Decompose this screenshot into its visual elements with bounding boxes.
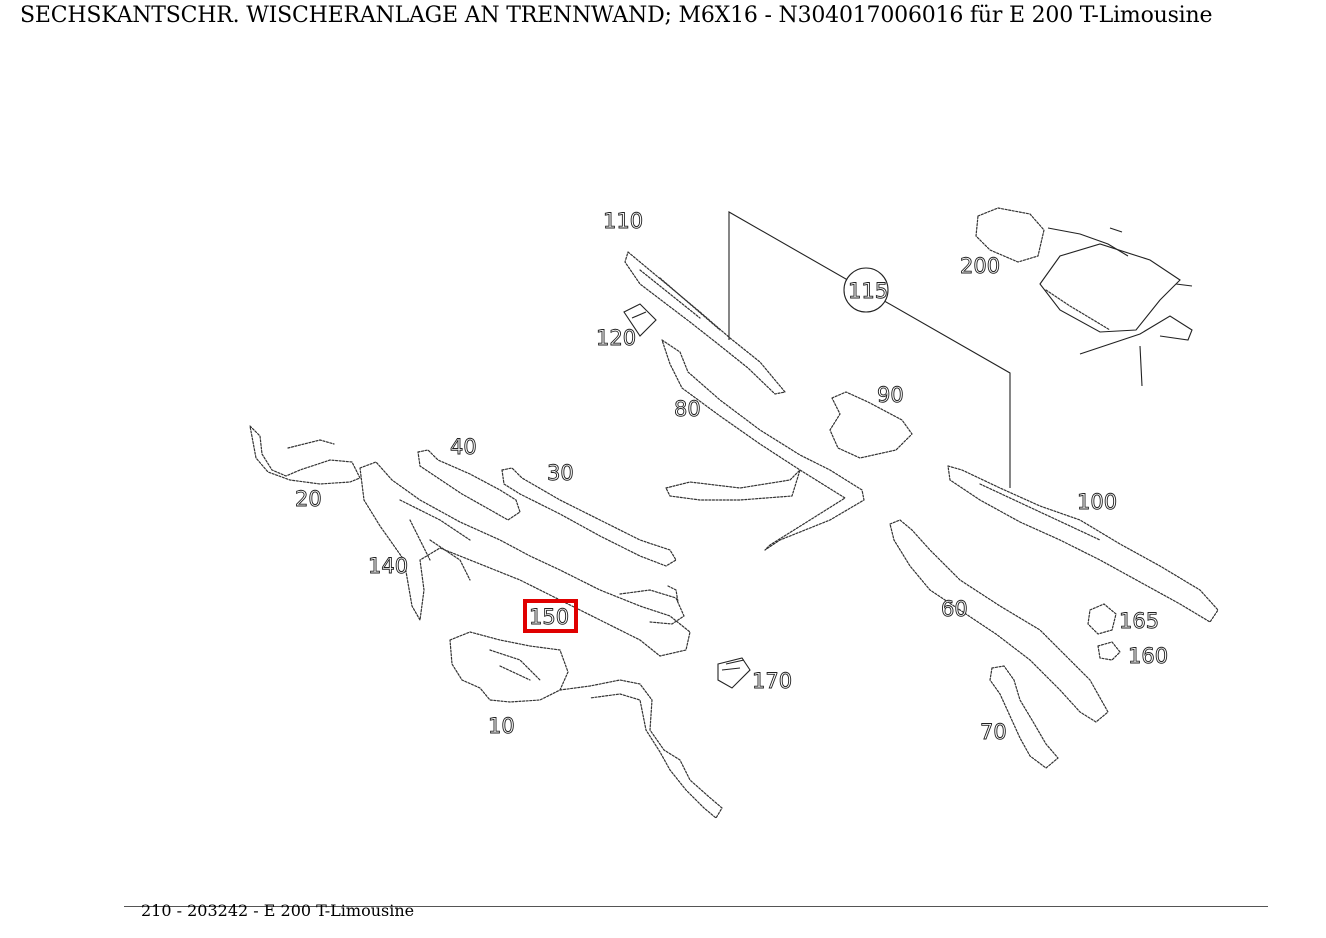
callout-115-leader	[728, 211, 1011, 488]
wiper-arm-80[interactable]	[661, 339, 865, 551]
label-10[interactable]: 10	[488, 714, 516, 739]
nut-160[interactable]	[1097, 641, 1121, 661]
label-115[interactable]: 115	[848, 279, 889, 304]
label-165[interactable]: 165	[1119, 609, 1160, 634]
wiper-blade-110[interactable]	[624, 251, 786, 395]
wiper-blade-100[interactable]	[947, 465, 1219, 623]
label-80[interactable]: 80	[674, 397, 702, 422]
footer-caption: 210 - 203242 - E 200 T-Limousine	[141, 901, 415, 920]
label-30[interactable]: 30	[547, 461, 575, 486]
clip-120[interactable]	[623, 303, 657, 337]
label-150[interactable]: 150	[529, 605, 570, 630]
page-title: SECHSKANTSCHR. WISCHERANLAGE AN TRENNWAN…	[20, 3, 1213, 28]
label-160[interactable]: 160	[1128, 644, 1169, 669]
label-90[interactable]: 90	[877, 383, 905, 408]
label-100[interactable]: 100	[1077, 490, 1118, 515]
label-110[interactable]: 110	[603, 209, 644, 234]
linkage-20[interactable]	[249, 425, 361, 485]
label-140[interactable]: 140	[368, 554, 409, 579]
wiper-frame-140[interactable]	[359, 461, 691, 657]
link-rod-30[interactable]	[501, 467, 677, 567]
highlight-box	[523, 599, 578, 633]
vehicle-overview-200	[975, 207, 1193, 387]
label-120[interactable]: 120	[596, 326, 637, 351]
cap-165[interactable]	[1087, 603, 1117, 635]
label-40[interactable]: 40	[450, 435, 478, 460]
arm-cover-70[interactable]	[989, 665, 1059, 769]
label-200[interactable]: 200	[960, 254, 1001, 279]
rubber-block-170[interactable]	[717, 657, 751, 689]
label-170[interactable]: 170	[752, 669, 793, 694]
footer-divider	[124, 906, 1268, 907]
label-70[interactable]: 70	[980, 720, 1008, 745]
wiper-arm-60[interactable]	[889, 519, 1109, 723]
label-20[interactable]: 20	[295, 487, 323, 512]
label-60[interactable]: 60	[941, 597, 969, 622]
link-rod-40[interactable]	[417, 449, 521, 521]
cover-90[interactable]	[829, 391, 913, 459]
wiper-motor-10[interactable]	[449, 631, 723, 819]
